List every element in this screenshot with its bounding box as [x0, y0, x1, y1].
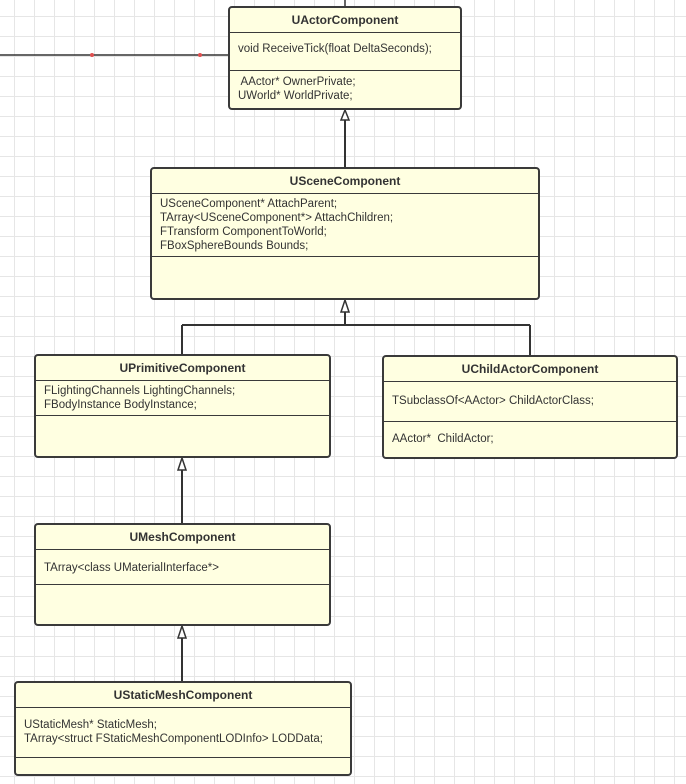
class-ustaticmeshcomponent[interactable]: UStaticMeshComponent UStaticMesh* Static…	[14, 681, 352, 776]
class-name: USceneComponent	[289, 174, 401, 188]
class-uactorcomponent[interactable]: UActorComponent void ReceiveTick(float D…	[228, 6, 462, 110]
class-uscenecomponent[interactable]: USceneComponent USceneComponent* AttachP…	[150, 167, 540, 300]
class-name: UPrimitiveComponent	[119, 361, 246, 375]
class-name: UChildActorComponent	[461, 362, 599, 376]
methods-section	[36, 584, 329, 624]
inheritance-uscene-to-uactor[interactable]	[339, 107, 351, 167]
class-uchildactorcomponent[interactable]: UChildActorComponent TSubclassOf<AActor>…	[382, 355, 678, 459]
connector-dot	[90, 53, 94, 57]
fields-section: TSubclassOf<AActor> ChildActorClass;	[384, 381, 676, 421]
class-member: UStaticMesh* StaticMesh;	[24, 719, 157, 731]
class-member: USceneComponent* AttachParent;	[160, 198, 338, 210]
class-name: UStaticMeshComponent	[113, 688, 253, 702]
methods-section: void ReceiveTick(float DeltaSeconds);	[230, 32, 460, 70]
connector-dot	[198, 53, 202, 57]
class-uprimitivecomponent[interactable]: UPrimitiveComponent FLightingChannels Li…	[34, 354, 331, 458]
methods-section: AActor* ChildActor;	[384, 421, 676, 446]
class-member: FLightingChannels LightingChannels;	[44, 385, 236, 397]
class-name: UMeshComponent	[129, 530, 236, 544]
fields-section: TArray<class UMaterialInterface*>	[36, 549, 329, 584]
class-member: FTransform ComponentToWorld;	[160, 226, 327, 238]
class-member: TSubclassOf<AActor> ChildActorClass;	[392, 395, 594, 407]
class-member: void ReceiveTick(float DeltaSeconds);	[238, 43, 432, 55]
inheritance-umesh-to-uprimitive[interactable]	[176, 455, 188, 523]
fields-section: UStaticMesh* StaticMesh; TArray<struct F…	[16, 707, 350, 757]
class-member: TArray<USceneComponent*> AttachChildren;	[160, 212, 394, 224]
class-name: UActorComponent	[291, 13, 399, 27]
class-member: TArray<class UMaterialInterface*>	[44, 562, 219, 574]
inheritance-ustatic-to-umesh[interactable]	[176, 623, 188, 681]
methods-section	[16, 757, 350, 773]
fields-section: AActor* OwnerPrivate; UWorld* WorldPriva…	[230, 70, 460, 103]
class-member: UWorld* WorldPrivate;	[238, 90, 353, 102]
class-member: TArray<struct FStaticMeshComponentLODInf…	[24, 733, 323, 745]
class-member: AActor* ChildActor;	[392, 433, 494, 445]
methods-section	[152, 256, 538, 296]
class-member: FBoxSphereBounds Bounds;	[160, 240, 309, 252]
class-member: AActor* OwnerPrivate;	[238, 76, 356, 88]
class-umeshcomponent[interactable]: UMeshComponent TArray<class UMaterialInt…	[34, 523, 331, 626]
class-member: FBodyInstance BodyInstance;	[44, 399, 197, 411]
fields-section: USceneComponent* AttachParent; TArray<US…	[152, 193, 538, 256]
inheritance-uprimitive-uchild-to-uscene[interactable]	[181, 297, 531, 355]
methods-section	[36, 415, 329, 455]
fields-section: FLightingChannels LightingChannels; FBod…	[36, 380, 329, 415]
